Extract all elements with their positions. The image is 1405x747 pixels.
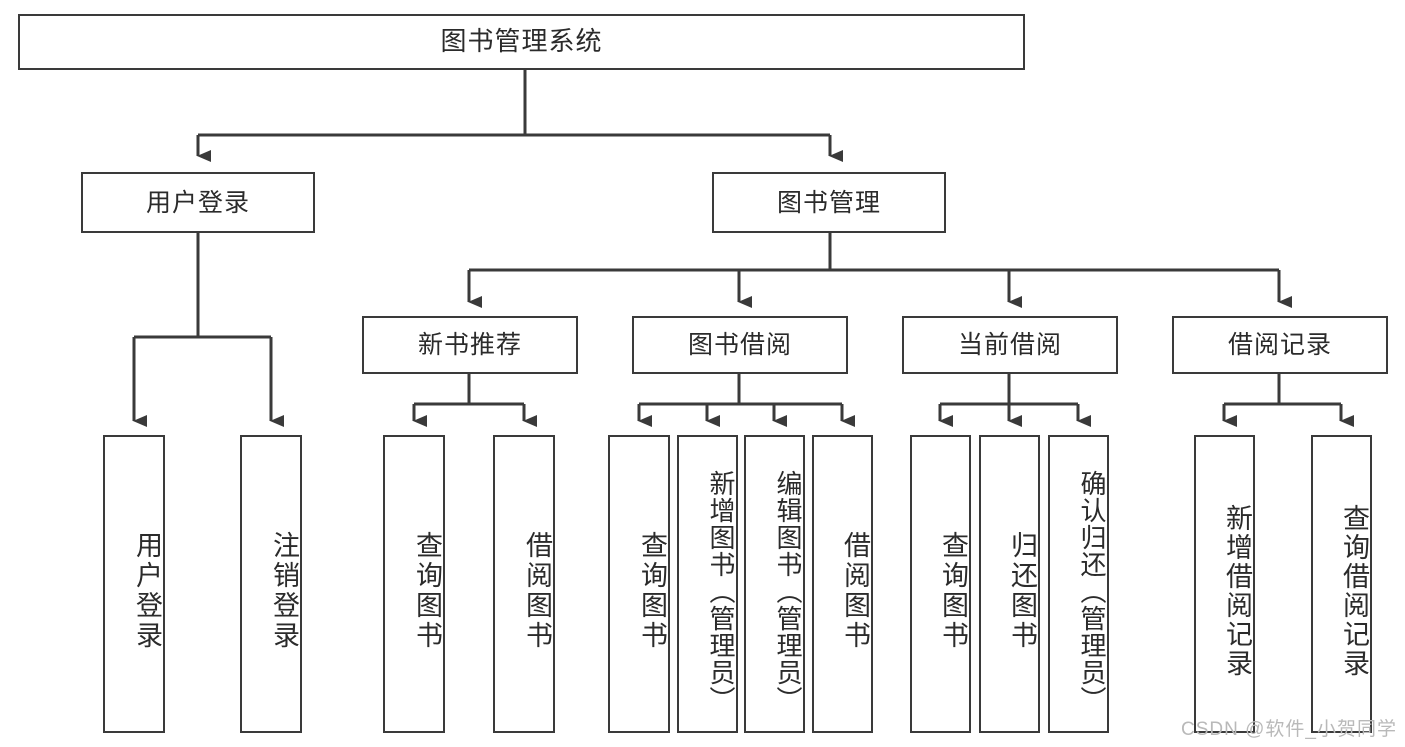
node-label: 用户登录 [132,531,162,651]
node-label: 用户登录 [145,188,250,217]
leaf-current-borrow-confirm-return-admin[interactable]: 确认归还（管理员） [1048,435,1109,733]
node-label: 查询图书 [637,531,667,651]
node-borrow-record[interactable]: 借阅记录 [1172,316,1388,374]
csdn-watermark: CSDN @软件_小贺同学 [1181,719,1397,740]
leaf-new-book-query-book[interactable]: 查询图书 [383,435,445,733]
node-label: 归还图书 [1007,531,1037,651]
node-label: 图书借阅 [687,331,792,359]
node-label: 查询图书 [412,531,442,651]
leaf-borrow-record-query-record[interactable]: 查询借阅记录 [1311,435,1372,733]
node-label: 借阅记录 [1227,331,1332,359]
node-label: 新书推荐 [417,331,522,359]
node-label: 图书管理 [776,188,881,217]
leaf-borrow-record-add-record[interactable]: 新增借阅记录 [1194,435,1255,733]
leaf-current-borrow-query-book[interactable]: 查询图书 [910,435,971,733]
node-label: 查询图书 [938,531,968,651]
node-label: 新增图书（管理员） [706,469,736,713]
leaf-new-book-borrow-book[interactable]: 借阅图书 [493,435,555,733]
node-root-book-management-system[interactable]: 图书管理系统 [18,14,1025,70]
node-label: 确认归还（管理员） [1077,469,1107,713]
node-label: 新增借阅记录 [1222,504,1252,678]
leaf-book-borrow-add-book-admin[interactable]: 新增图书（管理员） [677,435,738,733]
leaf-user-login-logout[interactable]: 注销登录 [240,435,302,733]
node-label: 注销登录 [269,531,299,651]
node-book-borrow[interactable]: 图书借阅 [632,316,848,374]
leaf-user-login-login[interactable]: 用户登录 [103,435,165,733]
node-user-login[interactable]: 用户登录 [81,172,315,233]
node-label: 借阅图书 [840,531,870,651]
leaf-current-borrow-return-book[interactable]: 归还图书 [979,435,1040,733]
node-book-management[interactable]: 图书管理 [712,172,946,233]
node-label: 当前借阅 [957,331,1062,359]
leaf-book-borrow-query-book[interactable]: 查询图书 [608,435,670,733]
node-label: 编辑图书（管理员） [773,469,803,713]
leaf-book-borrow-borrow-book[interactable]: 借阅图书 [812,435,873,733]
leaf-book-borrow-edit-book-admin[interactable]: 编辑图书（管理员） [744,435,805,733]
node-label: 查询借阅记录 [1339,504,1369,678]
node-label: 图书管理系统 [440,26,603,57]
node-label: 借阅图书 [522,531,552,651]
node-new-book-recommend[interactable]: 新书推荐 [362,316,578,374]
node-current-borrow[interactable]: 当前借阅 [902,316,1118,374]
